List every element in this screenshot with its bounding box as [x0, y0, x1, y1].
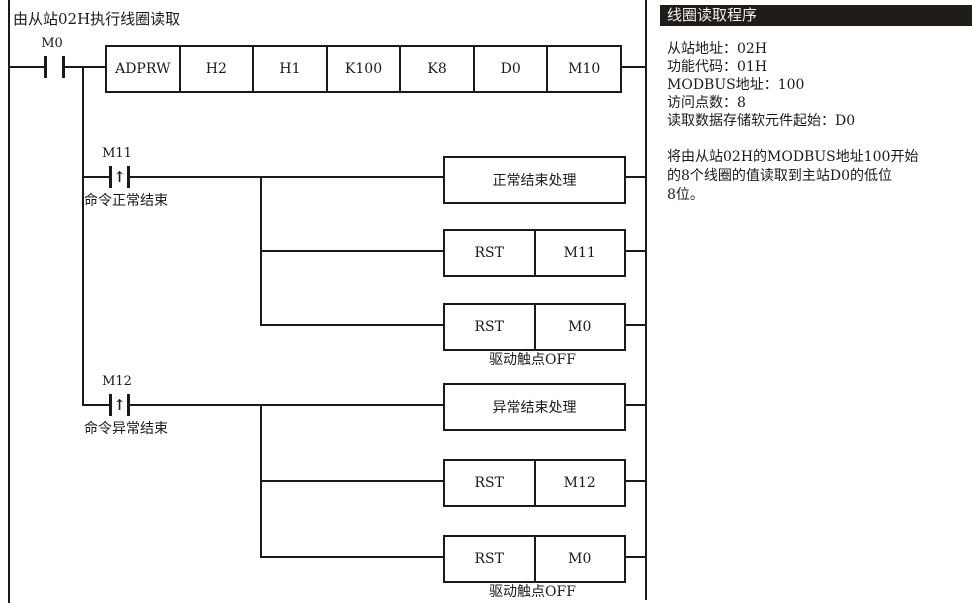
wire-rung3c-out	[620, 556, 647, 558]
right-power-rail	[645, 0, 647, 600]
description-line: 将由从站02H的MODBUS地址100开始	[667, 149, 919, 165]
up-arrow-icon: ↑	[113, 396, 126, 414]
contact-m0-label: M0	[41, 36, 63, 51]
drive-contact-off-note-2: 驱动触点OFF	[489, 584, 576, 600]
wire-branch-main	[82, 66, 84, 406]
wire-rung3-out	[620, 404, 647, 406]
contact-m0	[44, 56, 65, 78]
wire-rung2b	[260, 250, 445, 252]
wire-rung2c	[260, 324, 445, 326]
rst-operand: M0	[533, 537, 625, 581]
adprw-operand-4: K8	[399, 47, 473, 91]
adprw-operand-5: D0	[472, 47, 547, 91]
normal-end-process-box: 正常结束处理	[443, 156, 626, 204]
contact-m11-rising-edge: ↑	[109, 166, 130, 188]
description-line: 8位。	[667, 187, 704, 203]
rst-m0-box-abnormal: RST M0	[443, 535, 626, 583]
left-power-rail	[8, 0, 10, 603]
info-modbus-address: MODBUS地址：100	[667, 77, 805, 93]
rung-comment: 由从站02H执行线圈读取	[13, 10, 181, 28]
wire-rung2	[82, 176, 445, 178]
up-arrow-icon: ↑	[113, 168, 126, 186]
abnormal-end-process-label: 异常结束处理	[492, 400, 577, 416]
panel-title: 线圈读取程序	[667, 6, 758, 24]
rst-opcode: RST	[474, 319, 504, 335]
rst-m0-box-normal: RST M0	[443, 303, 626, 351]
contact-m12-label: M12	[102, 374, 132, 389]
contact-m12-description: 命令异常结束	[84, 421, 168, 437]
adprw-instruction-block: ADPRW H2 H1 K100 K8 D0 M10	[105, 45, 622, 93]
rst-m12-box: RST M12	[443, 459, 626, 507]
adprw-operand-6: M10	[546, 47, 620, 91]
drive-contact-off-note-1: 驱动触点OFF	[489, 352, 576, 368]
contact-m11-description: 命令正常结束	[84, 193, 168, 209]
rst-operand: M12	[533, 461, 625, 505]
wire-rung1-out	[616, 66, 647, 68]
adprw-opcode: ADPRW	[115, 61, 171, 77]
rst-opcode: RST	[474, 245, 504, 261]
adprw-operand-3: K100	[325, 47, 400, 91]
rst-opcode: RST	[474, 551, 504, 567]
rst-operand: M0	[533, 305, 625, 349]
contact-m12-rising-edge: ↑	[109, 394, 130, 416]
rst-operand: M11	[533, 231, 625, 275]
contact-m11-label: M11	[102, 146, 132, 161]
wire-rung3c	[260, 556, 445, 558]
wire-rung2-out	[620, 176, 647, 178]
wire-rung2c-out	[620, 324, 647, 326]
description-line: 的8个线圈的值读取到主站D0的低位	[667, 168, 893, 184]
wire-rung3b	[260, 480, 445, 482]
normal-end-process-label: 正常结束处理	[492, 173, 577, 189]
panel-description: 将由从站02H的MODBUS地址100开始 的8个线圈的值读取到主站D0的低位 …	[667, 148, 972, 205]
wire-rung3b-out	[620, 480, 647, 482]
info-slave-address: 从站地址：02H	[667, 41, 768, 57]
rst-opcode: RST	[474, 475, 504, 491]
abnormal-end-process-box: 异常结束处理	[443, 383, 626, 431]
rst-m11-box: RST M11	[443, 229, 626, 277]
adprw-operand-1: H2	[178, 47, 253, 91]
info-access-points: 访问点数：8	[667, 95, 746, 111]
panel-info-list: 从站地址：02H 功能代码：01H MODBUS地址：100 访问点数：8 读取…	[667, 40, 855, 130]
adprw-operand-2: H1	[252, 47, 326, 91]
wire-rung2b-out	[620, 250, 647, 252]
info-function-code: 功能代码：01H	[667, 59, 768, 75]
info-storage-device: 读取数据存储软元件起始：D0	[667, 113, 856, 129]
panel-title-bar: 线圈读取程序	[660, 5, 972, 26]
wire-rung3	[82, 404, 445, 406]
